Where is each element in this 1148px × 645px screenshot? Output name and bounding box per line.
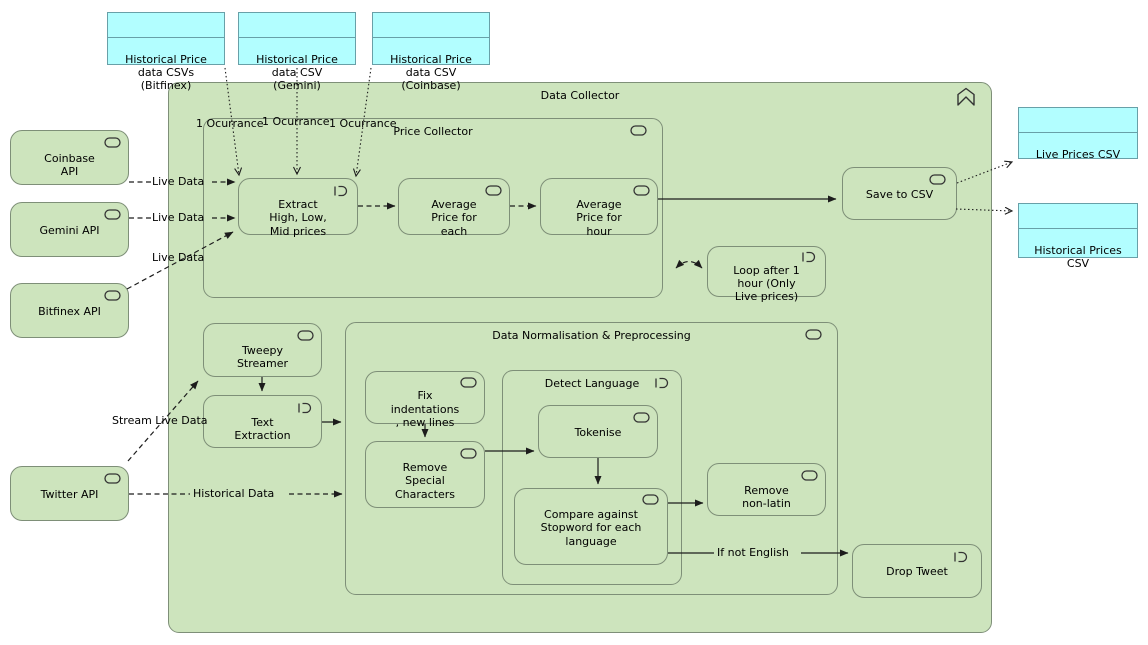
node-remove-special-characters[interactable]: Remove Special Characters bbox=[365, 441, 485, 508]
container-title: Detect Language bbox=[544, 377, 640, 390]
node-label: Drop Tweet bbox=[886, 564, 948, 578]
node-label: Compare against Stopword for each langua… bbox=[540, 507, 642, 548]
node-tokenise[interactable]: Tokenise bbox=[538, 405, 658, 458]
dataobject-top-bar bbox=[1019, 121, 1137, 133]
node-label: Save to CSV bbox=[865, 187, 934, 201]
node-label: Text Extraction bbox=[234, 415, 291, 443]
dataobject-historical-csv-bitfinex[interactable]: Historical Price data CSVs (Bitfinex) bbox=[107, 12, 225, 92]
dataobject-label: Historical Prices CSV bbox=[1034, 244, 1122, 270]
node-compare-stopword[interactable]: Compare against Stopword for each langua… bbox=[514, 488, 668, 565]
application-service-icon bbox=[297, 330, 314, 341]
application-service-icon bbox=[104, 290, 121, 301]
application-service-icon bbox=[801, 470, 818, 481]
edge-label-live-data-coinbase: Live Data bbox=[152, 175, 205, 188]
application-service-icon bbox=[104, 209, 121, 220]
dataobject-historical-csv-gemini[interactable]: Historical Price data CSV (Gemini) bbox=[238, 12, 356, 92]
node-text-extraction[interactable]: Text Extraction bbox=[203, 395, 322, 448]
node-label: Loop after 1 hour (Only Live prices) bbox=[733, 264, 800, 303]
application-service-icon bbox=[630, 125, 647, 136]
node-average-price-hour[interactable]: Average Price for hour bbox=[540, 178, 658, 238]
application-interaction-icon bbox=[653, 377, 671, 389]
application-service-icon bbox=[460, 448, 477, 459]
edge-label-live-data-gemini: Live Data bbox=[152, 211, 205, 224]
edge-label-ocurrance-2: 1 Ocurrance bbox=[262, 115, 330, 128]
node-average-price-each[interactable]: Average Price for each bbox=[398, 178, 510, 238]
application-service-icon bbox=[642, 494, 659, 505]
node-tweepy-streamer[interactable]: Tweepy Streamer bbox=[203, 323, 322, 377]
node-label: Average Price for each bbox=[431, 197, 477, 238]
dataobject-live-prices-csv[interactable]: Live Prices CSV bbox=[1018, 107, 1138, 161]
node-bitfinex-api[interactable]: Bitfinex API bbox=[10, 283, 129, 338]
container-title: Data Collector bbox=[540, 89, 620, 102]
sub-diagram-icon bbox=[955, 87, 977, 107]
application-service-icon bbox=[633, 185, 650, 196]
application-interaction-icon bbox=[332, 185, 350, 197]
dataobject-top-bar bbox=[108, 26, 224, 38]
dataobject-top-bar bbox=[239, 26, 355, 38]
dataobject-historical-csv-coinbase[interactable]: Historical Price data CSV (Coinbase) bbox=[372, 12, 490, 92]
dataobject-top-bar bbox=[373, 26, 489, 38]
node-label: Remove Special Characters bbox=[394, 460, 456, 501]
edge-label-historical-data: Historical Data bbox=[193, 487, 275, 500]
node-label: Extract High, Low, Mid prices bbox=[269, 197, 327, 238]
container-title: Price Collector bbox=[393, 125, 473, 138]
dataobject-label: Live Prices CSV bbox=[1035, 148, 1121, 161]
dataobject-top-bar bbox=[1019, 217, 1137, 229]
application-service-icon bbox=[485, 185, 502, 196]
node-label: Average Price for hour bbox=[576, 197, 622, 238]
node-fix-indentations[interactable]: Fix indentations , new lines bbox=[365, 371, 485, 429]
application-interaction-icon bbox=[800, 251, 818, 263]
application-service-icon bbox=[805, 329, 822, 340]
node-extract-prices[interactable]: Extract High, Low, Mid prices bbox=[238, 178, 358, 238]
edge-label-if-not-english: If not English bbox=[717, 546, 789, 559]
node-drop-tweet[interactable]: Drop Tweet bbox=[852, 544, 982, 598]
edge-label-live-data-bitfinex: Live Data bbox=[152, 251, 205, 264]
edge-label-ocurrance-3: 1 Ocurrance bbox=[329, 117, 397, 130]
node-remove-non-latin[interactable]: Remove non-latin bbox=[707, 463, 826, 516]
application-service-icon bbox=[633, 412, 650, 423]
dataobject-label: Historical Price data CSV (Coinbase) bbox=[390, 53, 472, 92]
application-service-icon bbox=[104, 137, 121, 148]
node-label: Tokenise bbox=[574, 425, 622, 439]
node-label: Remove non-latin bbox=[742, 483, 791, 511]
node-save-to-csv[interactable]: Save to CSV bbox=[842, 167, 957, 220]
application-interaction-icon bbox=[952, 551, 970, 563]
node-label: Twitter API bbox=[40, 487, 99, 501]
edge-label-ocurrance-1: 1 Ocurrance bbox=[196, 117, 264, 130]
edge-label-stream-live-data: Stream Live Data bbox=[112, 414, 208, 427]
node-gemini-api[interactable]: Gemini API bbox=[10, 202, 129, 257]
container-title: Data Normalisation & Preprocessing bbox=[492, 329, 691, 342]
node-coinbase-api[interactable]: Coinbase API bbox=[10, 130, 129, 185]
node-label: Fix indentations , new lines bbox=[390, 389, 460, 429]
node-label: Tweepy Streamer bbox=[236, 343, 289, 371]
dataobject-historical-prices-csv[interactable]: Historical Prices CSV bbox=[1018, 203, 1138, 270]
node-label: Gemini API bbox=[39, 223, 100, 237]
node-label: Bitfinex API bbox=[38, 304, 101, 318]
dataobject-label: Historical Price data CSV (Gemini) bbox=[256, 53, 338, 92]
node-twitter-api[interactable]: Twitter API bbox=[10, 466, 129, 521]
application-interaction-icon bbox=[296, 402, 314, 414]
node-label: Coinbase API bbox=[44, 151, 95, 179]
application-service-icon bbox=[929, 174, 946, 185]
application-service-icon bbox=[104, 473, 121, 484]
node-loop-after-hour[interactable]: Loop after 1 hour (Only Live prices) bbox=[707, 246, 826, 303]
application-service-icon bbox=[460, 377, 477, 388]
dataobject-label: Historical Price data CSVs (Bitfinex) bbox=[125, 53, 207, 92]
